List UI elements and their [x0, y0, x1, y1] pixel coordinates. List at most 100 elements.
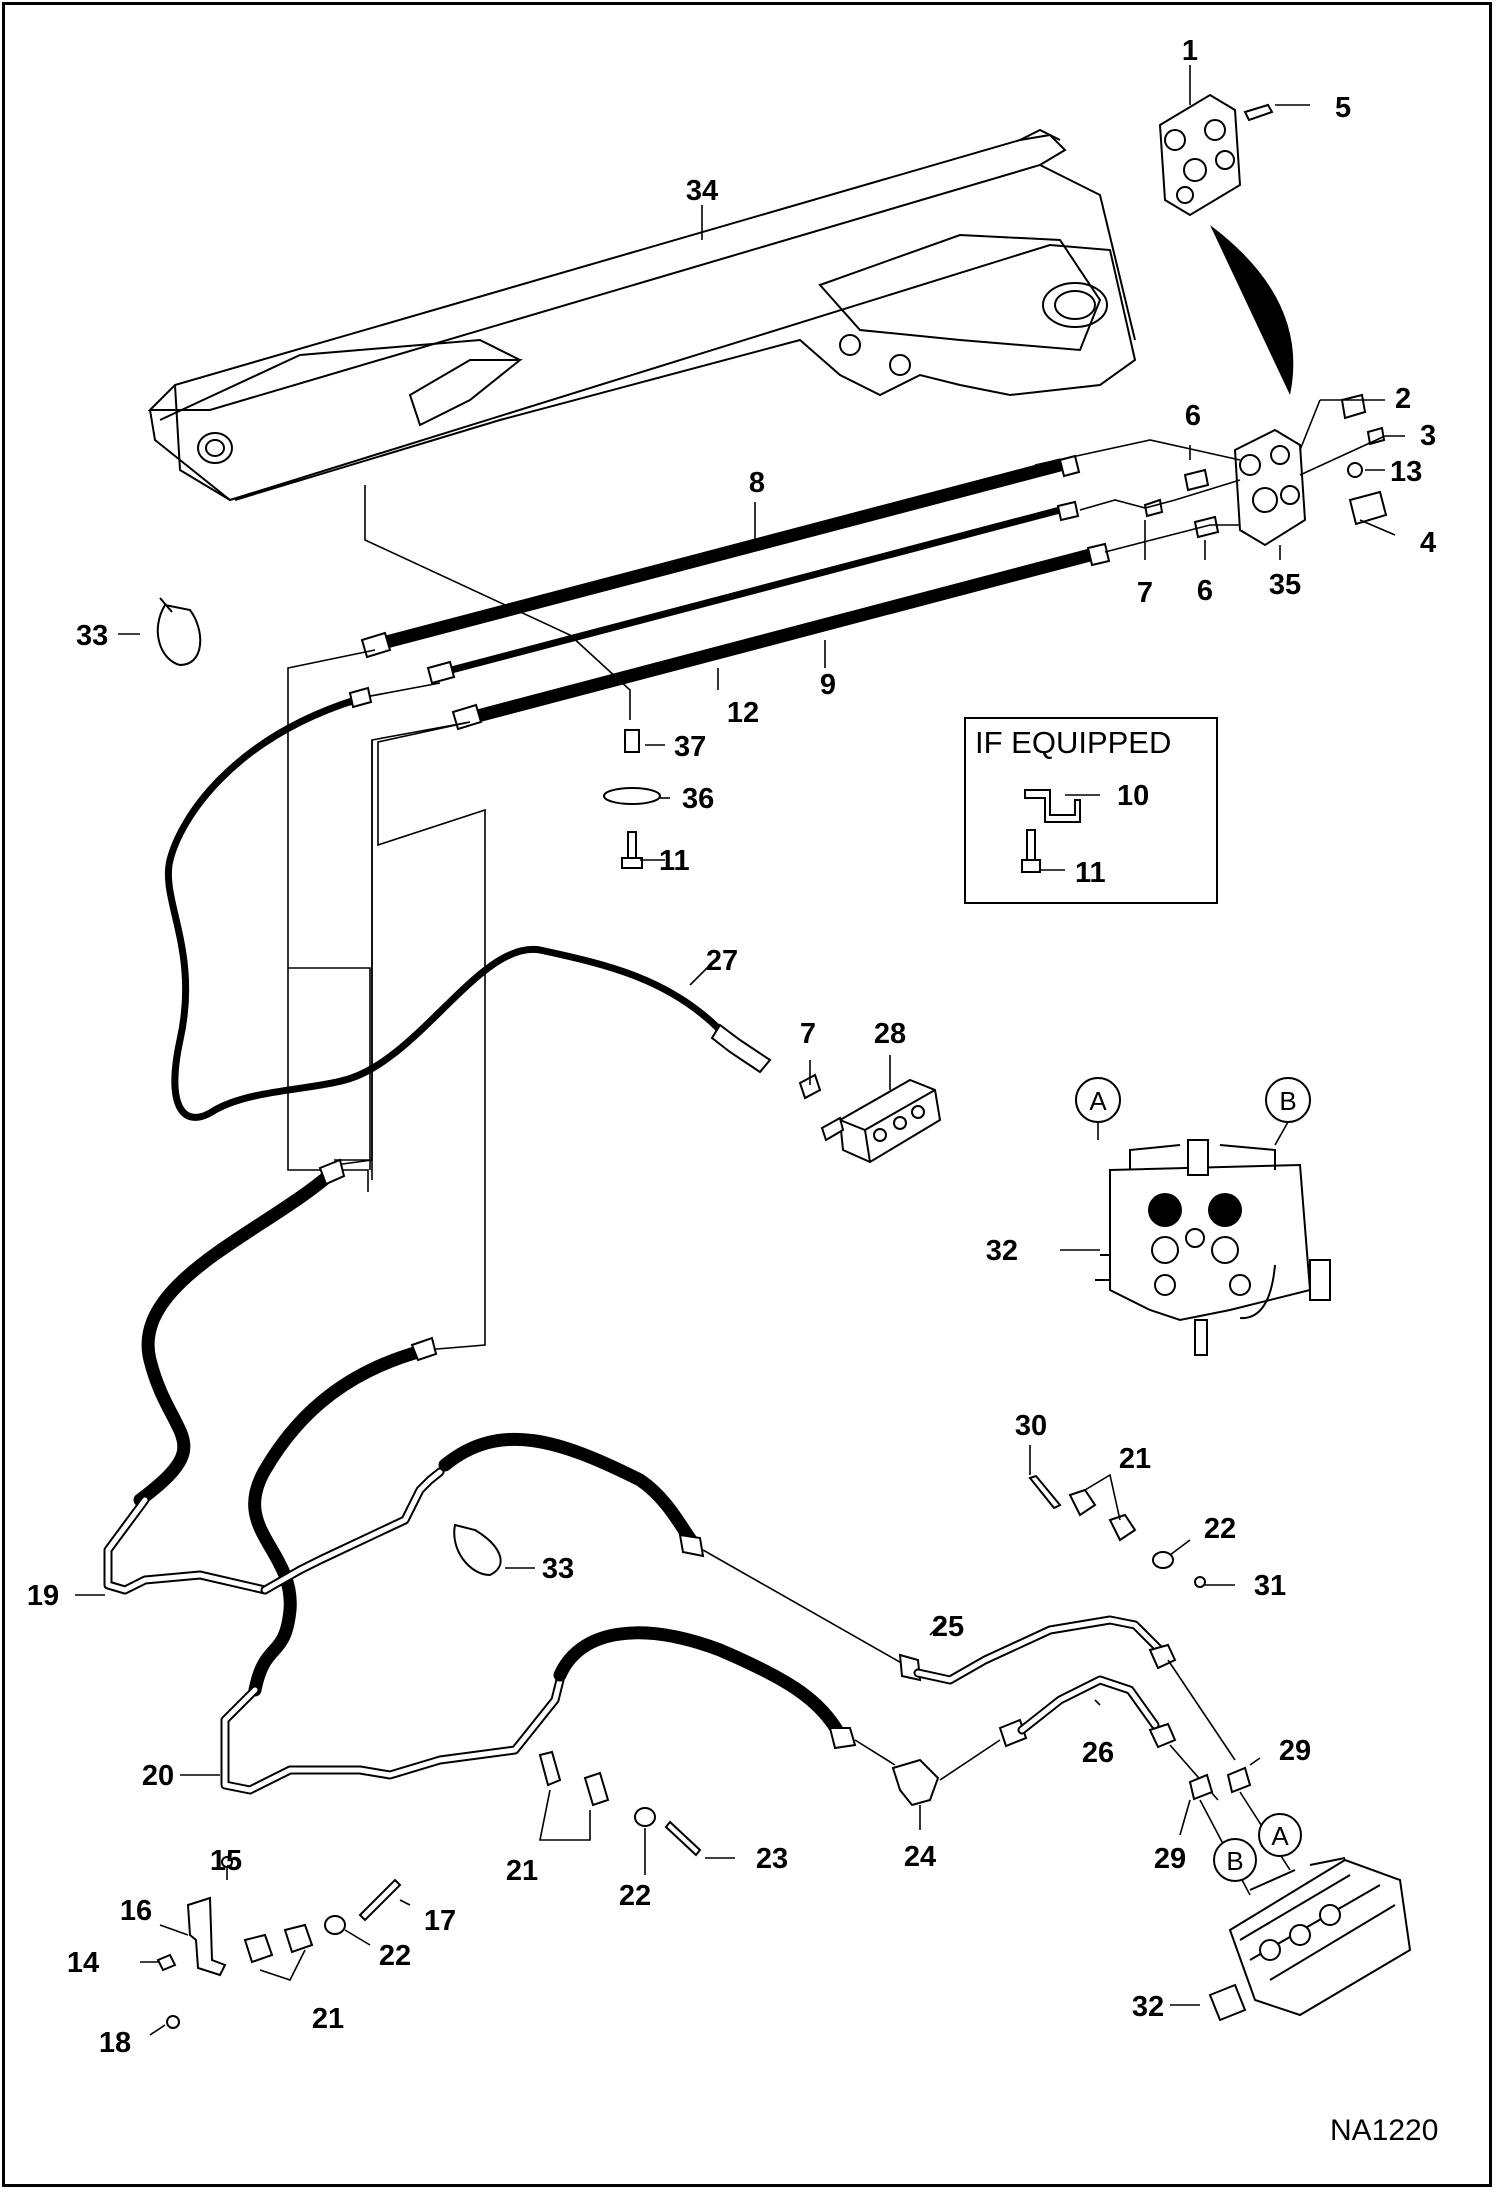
- svg-text:A: A: [1089, 1086, 1107, 1116]
- coupler-block-lower: [1233, 428, 1307, 547]
- cap-13: [1347, 462, 1363, 478]
- bolt-17: [358, 1878, 402, 1922]
- callout-21a: 21: [1119, 1443, 1151, 1475]
- fitting-4: [1348, 490, 1388, 526]
- bracket-16: [186, 1896, 227, 1977]
- valve-block-28: [820, 1078, 942, 1164]
- callout-7b: 7: [800, 1018, 816, 1050]
- callout-8: 8: [749, 467, 765, 499]
- clamp-21b: [538, 1750, 562, 1787]
- callout-30: 30: [1015, 1410, 1047, 1442]
- callout-22c: 22: [379, 1940, 411, 1972]
- spacer-37: [624, 729, 640, 753]
- lift-arm: [147, 128, 1137, 502]
- bolt-5: [1243, 103, 1274, 122]
- fitting-hose-25: [678, 1533, 705, 1558]
- callout-14: 14: [67, 1947, 99, 1979]
- svg-text:A: A: [1271, 1821, 1289, 1851]
- arm-shadow: [1210, 225, 1294, 395]
- clamp-21a: [1068, 1488, 1097, 1517]
- fitting-3: [1366, 426, 1386, 446]
- port-marker-a-lower: A: [1258, 1813, 1302, 1857]
- port-marker-b-lower: B: [1213, 1838, 1257, 1882]
- callout-37: 37: [674, 731, 706, 763]
- callout-32a: 32: [986, 1235, 1018, 1267]
- callout-3: 3: [1420, 420, 1436, 452]
- callout-28: 28: [874, 1018, 906, 1050]
- callout-16: 16: [120, 1895, 152, 1927]
- fitting-27-end: [710, 1023, 772, 1074]
- svg-text:B: B: [1226, 1846, 1243, 1876]
- if-equipped-box: [964, 717, 1218, 904]
- washer-22b: [634, 1807, 656, 1827]
- washer-36: [603, 787, 661, 805]
- callout-33b: 33: [542, 1553, 574, 1585]
- callout-25: 25: [932, 1611, 964, 1643]
- callout-7a: 7: [1137, 577, 1153, 609]
- callout-29b: 29: [1154, 1843, 1186, 1875]
- control-valve-upper: [1095, 1139, 1331, 1356]
- fitting-29a: [1226, 1766, 1252, 1794]
- callout-11a: 11: [659, 845, 690, 877]
- callout-10: 10: [1117, 780, 1149, 812]
- svg-text:B: B: [1279, 1086, 1296, 1116]
- callout-36: 36: [682, 783, 714, 815]
- fitting-20-top: [410, 1336, 438, 1362]
- port-marker-b-upper: B: [1265, 1077, 1311, 1123]
- nut-15: [221, 1856, 233, 1868]
- callout-23: 23: [756, 1843, 788, 1875]
- fitting-hose-27-end: [348, 686, 373, 709]
- bolt-23: [664, 1820, 702, 1857]
- screw-14: [156, 1953, 177, 1972]
- callout-6a: 6: [1185, 400, 1201, 432]
- bolt-11a: [627, 831, 637, 859]
- callout-26: 26: [1082, 1737, 1114, 1769]
- fitting-29b: [1188, 1773, 1214, 1801]
- callout-35: 35: [1269, 569, 1301, 601]
- fitting-2: [1340, 393, 1367, 420]
- washer-22c: [324, 1915, 346, 1935]
- callout-32b: 32: [1132, 1991, 1164, 2023]
- callout-12: 12: [727, 697, 759, 729]
- callout-2: 2: [1395, 383, 1411, 415]
- callout-33a: 33: [76, 620, 108, 652]
- drawing-code: NA1220: [1330, 2114, 1438, 2147]
- elbow-24: [891, 1758, 940, 1807]
- clamp-21c: [243, 1933, 274, 1964]
- callout-22a: 22: [1204, 1513, 1236, 1545]
- callout-21c: 21: [312, 2003, 344, 2035]
- port-marker-a-upper: A: [1075, 1077, 1121, 1123]
- callout-27: 27: [706, 945, 738, 977]
- callout-1: 1: [1182, 35, 1198, 67]
- callout-9: 9: [820, 669, 836, 701]
- callout-22b: 22: [619, 1880, 651, 1912]
- callout-31: 31: [1254, 1570, 1286, 1602]
- fitting-6a: [1183, 468, 1210, 492]
- callout-5: 5: [1335, 92, 1351, 124]
- control-valve-lower: [1208, 1857, 1412, 2022]
- hose-8: [360, 454, 1081, 659]
- callout-4: 4: [1420, 527, 1436, 559]
- callout-11b: 11: [1075, 857, 1106, 889]
- callouts: 1 5 34 6 2 3 13 4 7 6 35 8 12 9 33 37 36…: [27, 35, 1436, 2059]
- callout-21b: 21: [506, 1855, 538, 1887]
- washer-22a: [1152, 1551, 1174, 1569]
- hose-9: [451, 542, 1111, 731]
- fitting-hose-24: [828, 1727, 857, 1750]
- hose-12: [426, 500, 1080, 685]
- callout-18: 18: [99, 2027, 131, 2059]
- nut-31: [1194, 1576, 1206, 1588]
- strap-33b: [453, 1523, 502, 1577]
- callout-15: 15: [210, 1845, 242, 1877]
- callout-13: 13: [1390, 456, 1422, 488]
- leader-lines: [75, 65, 1405, 2036]
- callout-24: 24: [904, 1841, 936, 1873]
- callout-19: 19: [27, 1580, 59, 1612]
- callout-6b: 6: [1197, 575, 1213, 607]
- if-equipped-label: IF EQUIPPED: [975, 725, 1171, 760]
- coupler-block-upper: [1158, 93, 1242, 217]
- bracket-10: [1024, 789, 1081, 823]
- bolt-30: [1028, 1474, 1062, 1510]
